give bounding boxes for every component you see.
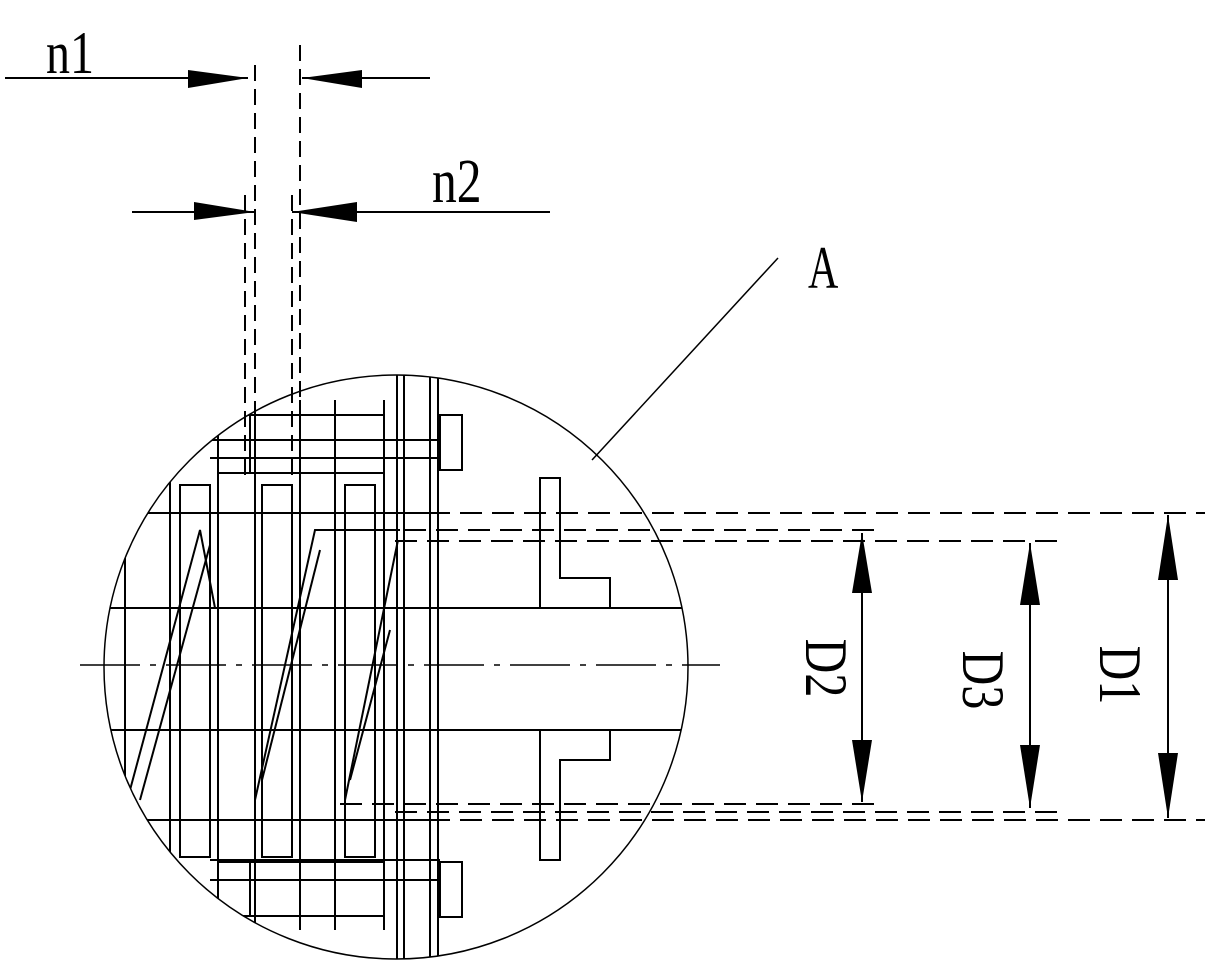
dimension-n2: n2: [132, 148, 550, 222]
label-d3: D3: [950, 651, 1016, 710]
label-d2: D2: [793, 639, 859, 698]
dimension-d3: D3: [950, 543, 1040, 808]
label-n2: n2: [432, 148, 482, 216]
label-a: A: [808, 236, 838, 302]
dimension-n1: n1: [5, 20, 430, 88]
dimension-d1: D1: [1087, 515, 1178, 818]
label-n1: n1: [46, 20, 94, 86]
extension-lines-d: [300, 512, 1205, 821]
dimension-d2: D2: [793, 533, 872, 802]
label-d1: D1: [1087, 646, 1153, 705]
leader-a: A: [591, 236, 838, 461]
